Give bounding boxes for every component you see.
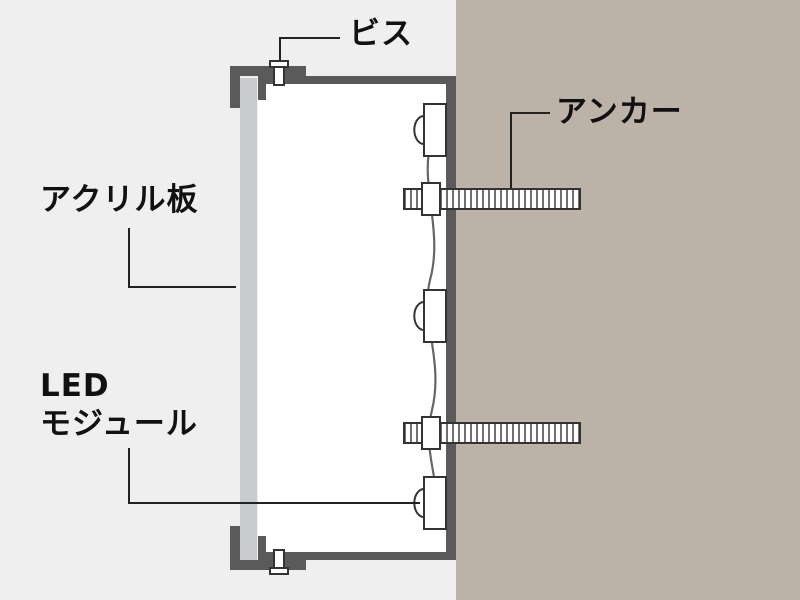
leader-acrylic (128, 228, 236, 288)
anchor-bolt-top (403, 182, 581, 216)
label-screw: ビス (349, 16, 413, 52)
leader-led (128, 448, 420, 504)
label-acrylic: アクリル板 (40, 182, 199, 218)
label-led-line2: モジュール (40, 406, 198, 442)
anchor-bolt-bottom (403, 416, 581, 450)
led-module-2 (413, 289, 447, 343)
label-anchor: アンカー (556, 94, 683, 130)
acrylic-panel (240, 78, 257, 560)
sign-frame (230, 66, 456, 570)
led-module-1 (413, 103, 447, 157)
leader-screw (279, 37, 340, 61)
wall (456, 0, 800, 600)
label-led-line1: LED (40, 368, 110, 404)
leader-anchor (510, 112, 550, 188)
screw-bottom (269, 549, 289, 575)
